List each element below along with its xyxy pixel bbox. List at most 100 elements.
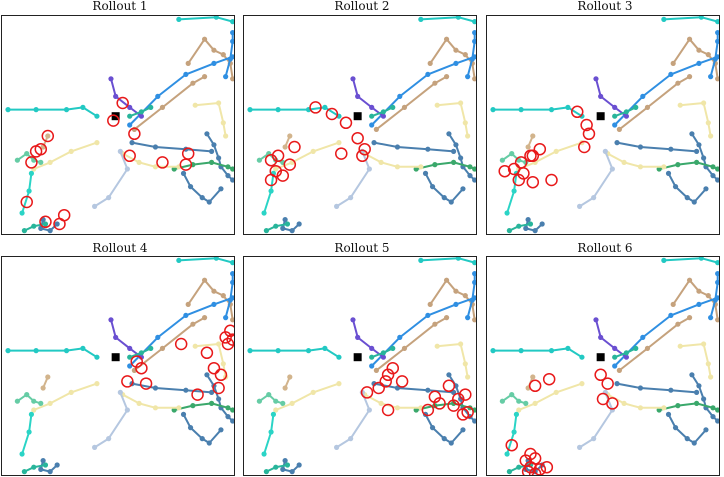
trajectory-point [129,140,135,146]
trajectory-line-12 [658,402,719,411]
trajectory-line-10 [373,382,455,394]
trajectory-point [289,400,295,406]
trajectory-point [696,301,702,307]
trajectory-point [230,19,235,25]
trajectory-point [506,469,512,475]
trajectory-point [216,396,222,402]
highlight-circle [372,381,385,395]
trajectory-point [350,76,356,82]
trajectory-point [686,315,693,321]
trajectory-point [152,164,159,170]
trajectory-point [705,293,711,299]
trajectory-point [637,144,644,150]
trajectory-point [282,385,288,391]
trajectory-point [138,109,144,115]
trajectory-point [275,107,281,113]
trajectory-point [637,164,644,170]
trajectory-point [715,260,720,266]
highlight-circle [606,397,619,410]
trajectory-point [553,389,559,395]
trajectory-point [665,411,672,417]
trajectory-point [230,317,235,323]
highlight-circle [339,116,353,130]
trajectory-point [694,159,700,165]
highlight-circle [221,337,235,351]
highlight-circle [139,377,153,390]
trajectory-point [227,297,233,303]
trajectory-line-5 [375,316,448,372]
trajectory-point [322,104,328,110]
trajectory-point [183,312,189,318]
highlight-circle [335,147,348,160]
trajectory-point [334,444,340,450]
trajectory-point [696,142,702,148]
trajectory-point [443,36,450,42]
trajectory-point [448,199,454,205]
trajectory-point [206,440,212,446]
trajectory-point [677,343,683,349]
trajectory-point [701,100,707,106]
highlight-circle [395,375,409,388]
trajectory-point [644,104,651,110]
trajectory-point [523,225,529,231]
trajectory-point [296,462,302,468]
trajectory-point [668,146,674,152]
trajectory-line-6 [352,318,385,359]
trajectory-point [553,148,559,154]
trajectory-point [31,223,37,229]
trajectory-point [686,74,693,80]
trajectory-point [273,464,279,470]
trajectory-point [159,104,166,110]
trajectory-point [19,451,25,457]
trajectory-point [369,345,375,351]
trajectory-point [185,301,191,307]
trajectory-point [378,159,384,165]
trajectory-line-16 [32,382,98,411]
trajectory-point [708,315,714,321]
panel-2 [243,15,477,235]
trajectory-point [138,354,144,360]
trajectory-point [443,277,450,283]
trajectory-point [355,93,361,99]
panel-4 [1,256,235,476]
trajectory-point [334,203,340,209]
trajectory-point [472,76,477,82]
trajectory-point [401,345,408,351]
trajectory-point [696,60,702,66]
highlight-circle [179,158,193,171]
trajectory-point [127,122,133,128]
trajectory-point [672,425,679,431]
trajectory-point [211,47,217,53]
trajectory-point [661,16,667,22]
trajectory-point [201,36,208,42]
trajectory-point [715,76,720,82]
trajectory-point [509,392,515,398]
trajectory-point [282,458,288,464]
trajectory-point [92,444,98,450]
trajectory-point [155,334,161,340]
trajectory-point [268,429,274,435]
trajectory-point [24,392,30,398]
highlight-circle [283,158,297,171]
trajectory-point [390,345,396,351]
trajectory-point [256,157,262,163]
trajectory-line-14 [16,393,42,405]
trajectory-point [425,71,431,77]
trajectory-point [467,173,473,179]
trajectory-point [715,279,720,285]
trajectory-line-6 [110,318,143,359]
trajectory-point [451,400,457,406]
trajectory-point [204,372,210,378]
panel-plot-area [247,256,477,475]
trajectory-line-4 [224,272,234,319]
trajectory-point [26,429,32,435]
trajectory-line-16 [517,141,583,170]
trajectory-point [644,345,651,351]
highlight-circle [442,379,456,393]
highlight-circle [288,140,301,154]
trajectory-point [612,104,618,110]
trajectory-point [31,464,37,470]
trajectory-point [397,334,403,340]
trajectory-point [609,166,615,172]
trajectory-point [127,113,133,119]
